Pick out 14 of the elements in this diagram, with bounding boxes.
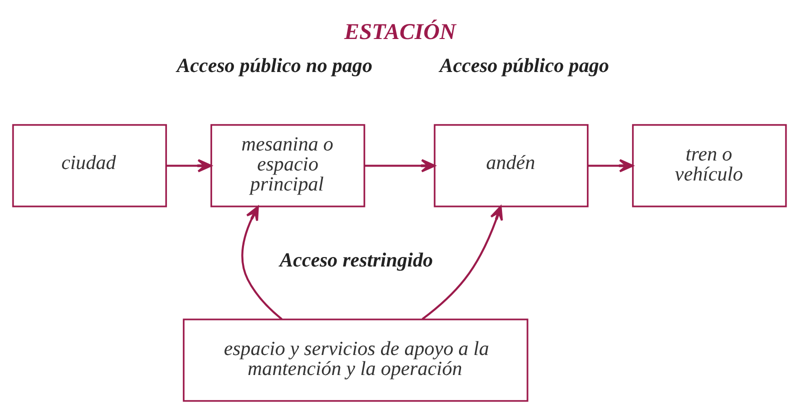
arrow bbox=[422, 206, 503, 320]
node-box: ciudad bbox=[12, 124, 167, 208]
arrow bbox=[364, 159, 436, 172]
node-box: andén bbox=[434, 124, 589, 208]
arrow bbox=[166, 159, 212, 172]
node-box: tren o vehículo bbox=[632, 124, 787, 208]
arrow bbox=[241, 206, 282, 320]
arrow bbox=[588, 159, 634, 172]
node-box: espacio y servicios de apoyo a la mantención y la operación bbox=[182, 318, 528, 402]
diagram-title: ESTACIÓN bbox=[344, 18, 456, 44]
label: Acceso restringido bbox=[280, 249, 433, 272]
label: Acceso público pago bbox=[440, 54, 610, 77]
label: Acceso público no pago bbox=[176, 54, 372, 77]
node-box: mesanina o espacio principal bbox=[210, 124, 366, 208]
